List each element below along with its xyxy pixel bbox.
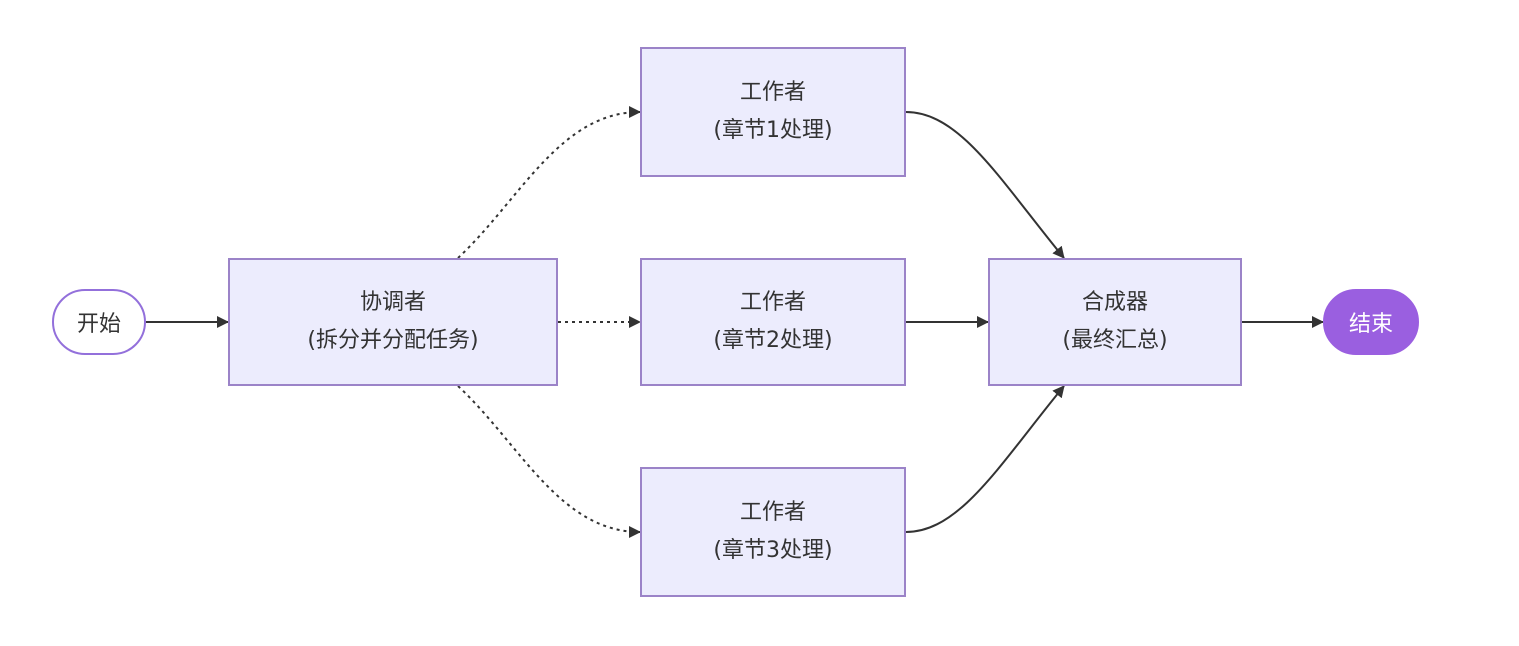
worker1-title: 工作者 bbox=[739, 80, 806, 105]
worker2-title: 工作者 bbox=[739, 290, 806, 315]
start-node-label: 开始 bbox=[76, 312, 121, 337]
worker2-node: 工作者 (章节2处理) bbox=[640, 258, 906, 386]
edge-worker1-to-synthesizer bbox=[905, 111, 1065, 259]
coordinator-title: 协调者 bbox=[359, 290, 426, 315]
worker1-node: 工作者 (章节1处理) bbox=[640, 47, 906, 177]
worker1-subtitle: (章节1处理) bbox=[713, 118, 833, 143]
coordinator-subtitle: (拆分并分配任务) bbox=[307, 328, 479, 353]
worker3-title: 工作者 bbox=[739, 500, 806, 525]
edge-coordinator-to-worker3 bbox=[457, 385, 641, 538]
coordinator-node: 协调者 (拆分并分配任务) bbox=[228, 258, 558, 386]
end-node-label: 结束 bbox=[1348, 312, 1393, 337]
start-node: 开始 bbox=[52, 289, 146, 355]
worker3-node: 工作者 (章节3处理) bbox=[640, 467, 906, 597]
end-node: 结束 bbox=[1323, 289, 1419, 355]
edge-coordinator-to-worker1 bbox=[457, 106, 641, 259]
edge-worker3-to-synthesizer bbox=[905, 385, 1065, 533]
synthesizer-title: 合成器 bbox=[1081, 290, 1148, 315]
synthesizer-subtitle: (最终汇总) bbox=[1062, 328, 1168, 353]
synthesizer-node: 合成器 (最终汇总) bbox=[988, 258, 1242, 386]
worker2-subtitle: (章节2处理) bbox=[713, 328, 833, 353]
worker3-subtitle: (章节3处理) bbox=[713, 538, 833, 563]
